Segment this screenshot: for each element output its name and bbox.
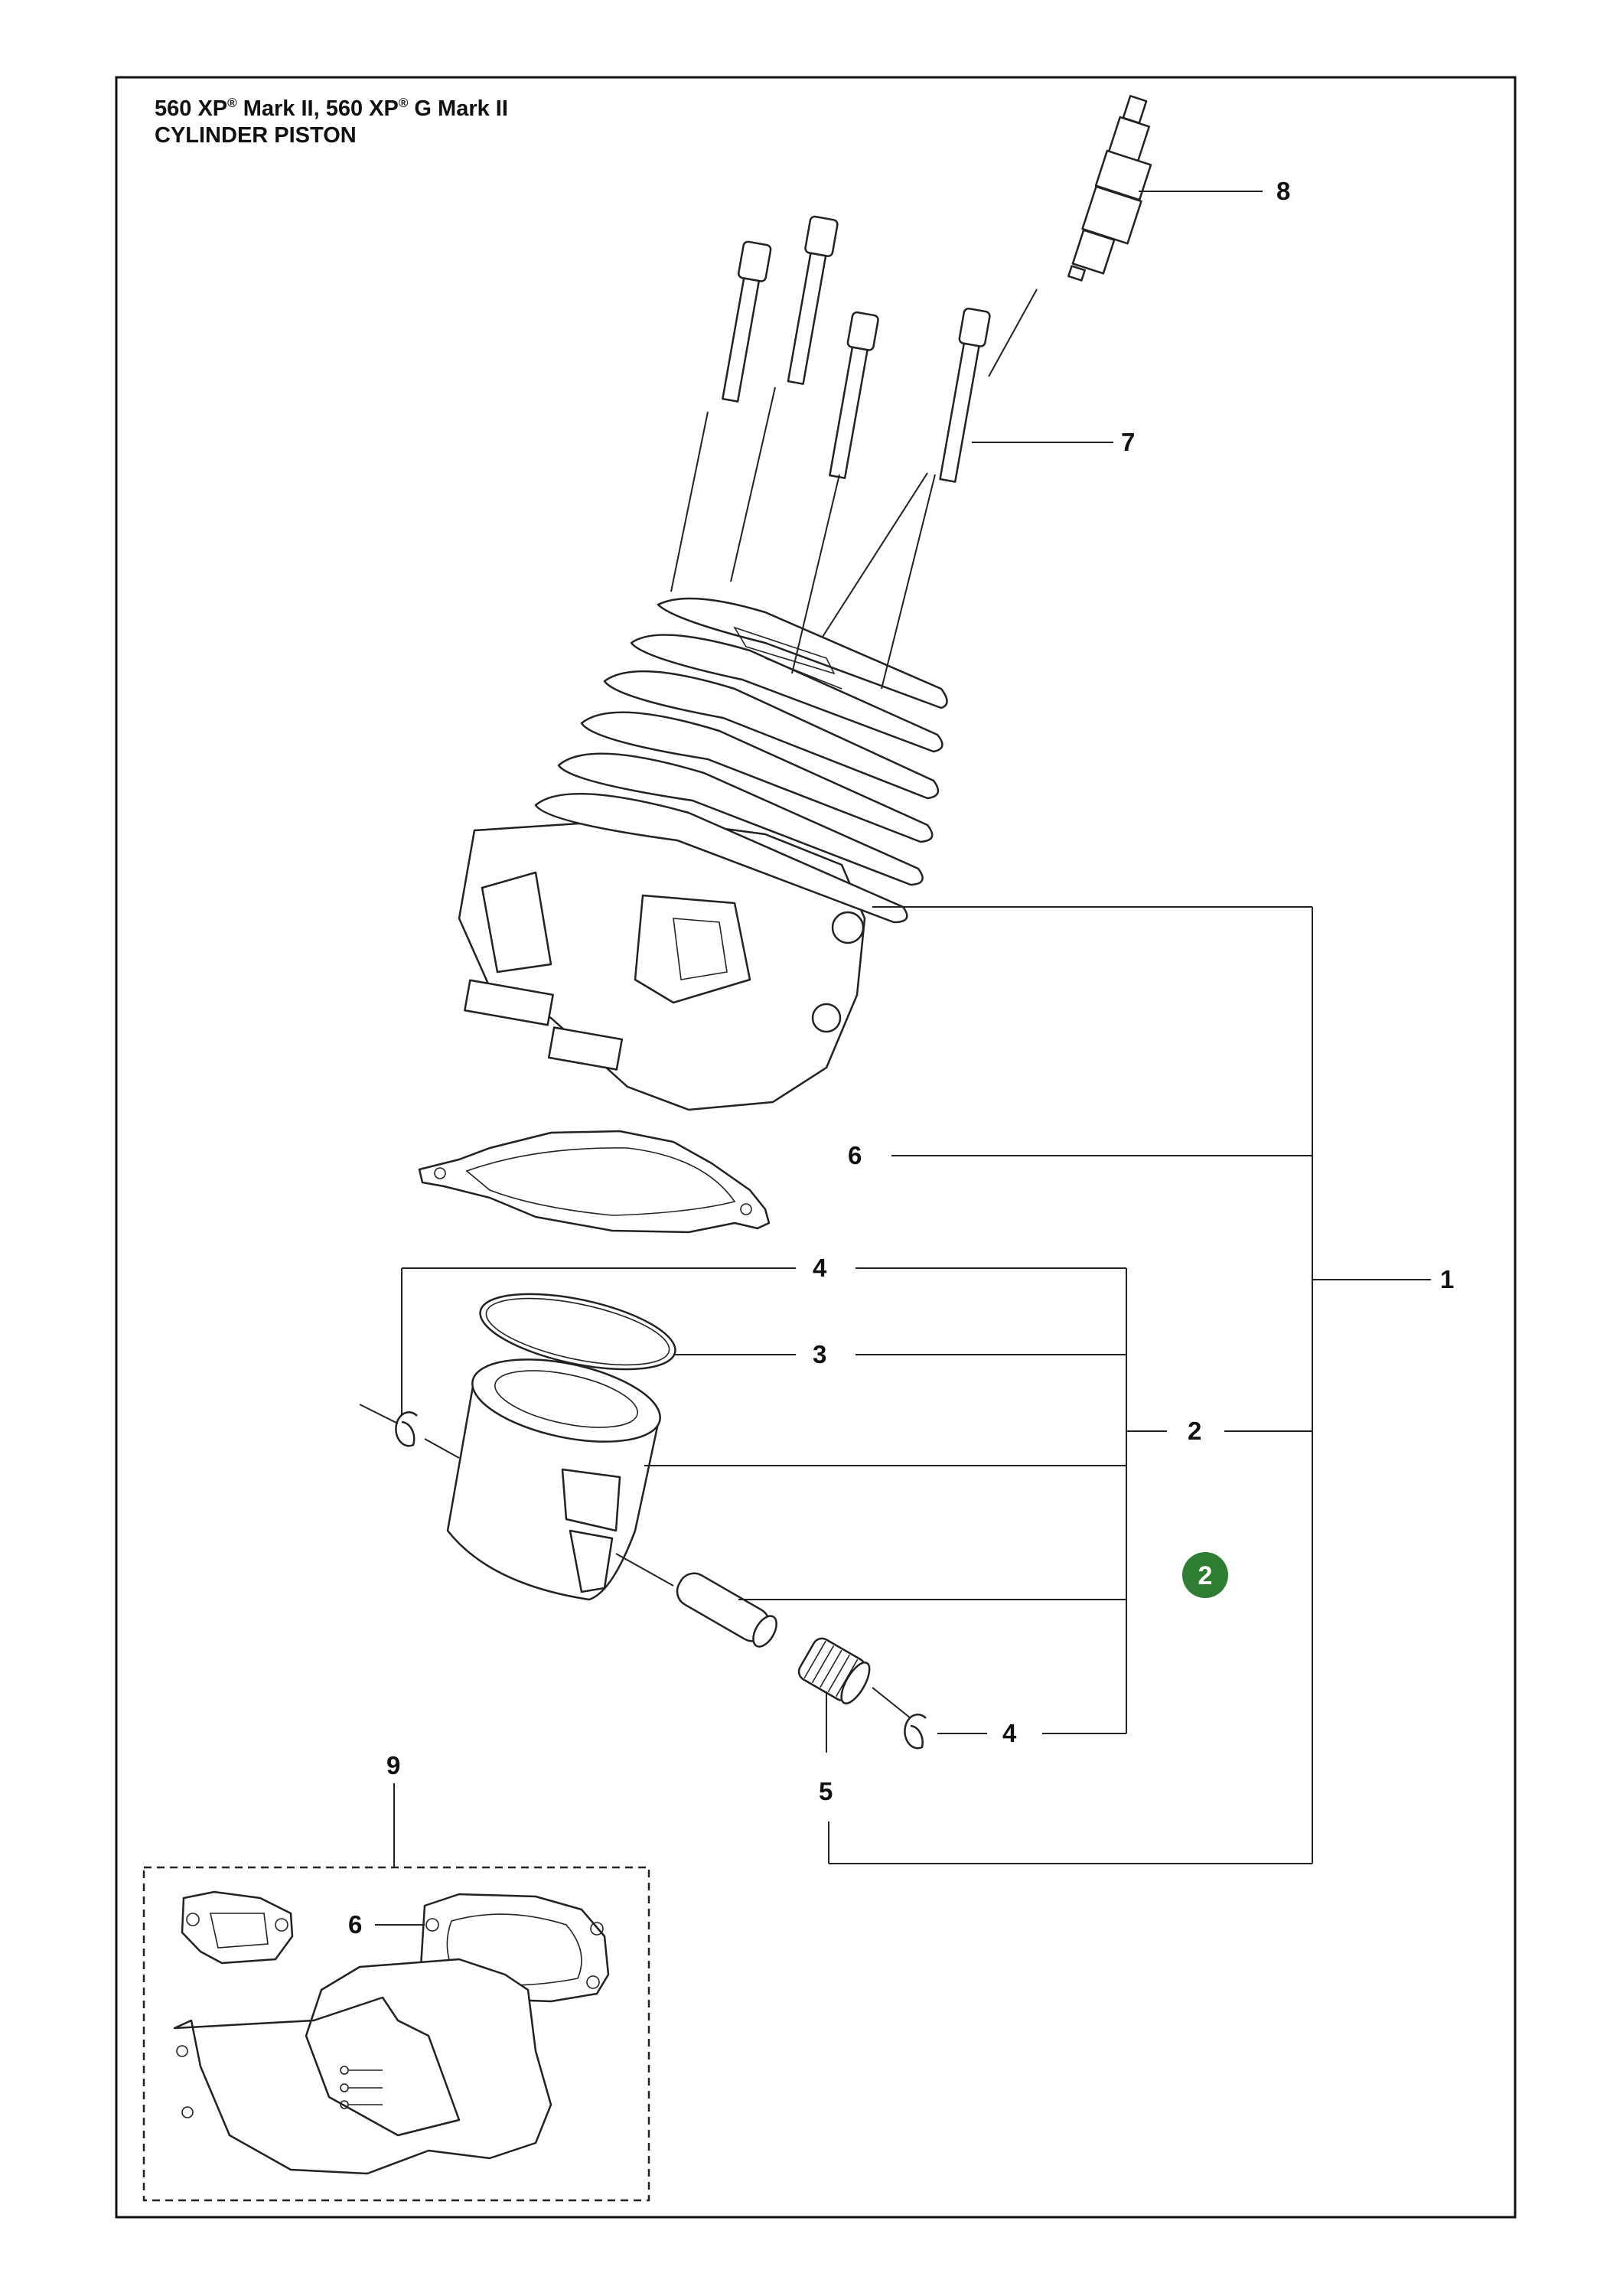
model-title: 560 XP® Mark II, 560 XP® G Mark II	[155, 96, 508, 121]
callout-7: 7	[1121, 428, 1135, 456]
badge-circle	[1182, 1552, 1228, 1598]
cylinder-base-gasket	[418, 1130, 771, 1234]
callout-4-bottom: 4	[1002, 1719, 1017, 1747]
circlip-left	[395, 1411, 418, 1447]
cylinder-bolts	[722, 215, 991, 483]
piston-pin	[676, 1572, 777, 1648]
section-title: CYLINDER PISTON	[155, 123, 357, 148]
callout-2: 2	[1188, 1417, 1201, 1445]
callout-9: 9	[386, 1751, 400, 1779]
spark-plug	[1067, 95, 1152, 282]
circlip-right	[904, 1713, 927, 1750]
page-frame	[115, 76, 1517, 2219]
cylinder-fins	[534, 597, 948, 924]
callout-8: 8	[1276, 177, 1290, 205]
callout-6-kit: 6	[348, 1910, 362, 1939]
piston	[446, 1358, 661, 1601]
cylinder-body	[458, 817, 866, 1111]
badge-number: 2	[1198, 1561, 1213, 1590]
callout-4-top: 4	[813, 1254, 827, 1282]
needle-bearing	[797, 1637, 871, 1704]
callout-6: 6	[848, 1141, 862, 1169]
gasket-kit-parts	[173, 1890, 610, 2175]
leader-lines	[393, 191, 1431, 1867]
callout-3: 3	[813, 1340, 826, 1368]
callout-5: 5	[819, 1777, 833, 1805]
gasket-kit-box	[142, 1866, 650, 2202]
callout-1: 1	[1440, 1265, 1454, 1293]
